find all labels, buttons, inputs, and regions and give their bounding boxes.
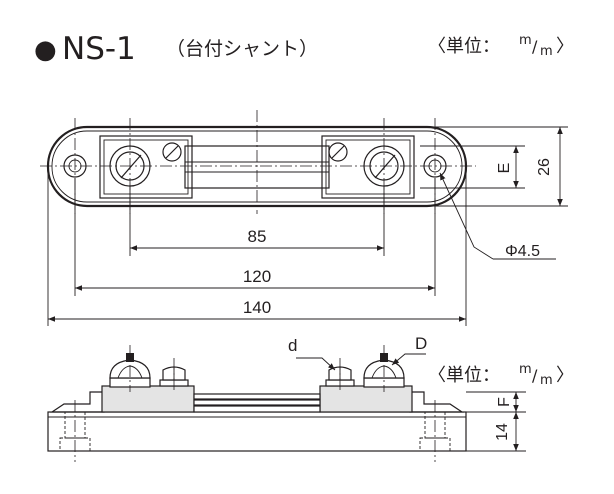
unit-slash: / [532, 366, 538, 385]
unit-top: m [519, 33, 532, 48]
unit-slash: / [532, 37, 538, 56]
shunt-plate [193, 399, 321, 406]
dimension-26: 26 [536, 158, 553, 176]
left-terminal-inner [103, 139, 189, 195]
hole-leader-line [439, 172, 494, 260]
shunt-plate [193, 393, 321, 400]
horizontal-dimensions: 85 120 140 [47, 170, 467, 326]
screw-size-callouts: d D [288, 334, 427, 371]
hole-callout: Φ4.5 [439, 172, 556, 260]
large-screw-label: D [415, 334, 427, 353]
unit-prefix: 〈単位： [428, 365, 500, 386]
dimension-E: E [496, 163, 513, 174]
title-bullet: ● [34, 35, 57, 65]
small-screw-leader [296, 357, 336, 371]
unit-prefix: 〈単位： [428, 36, 500, 57]
side-vertical-dimensions: F 14 [466, 391, 526, 452]
small-screw-label: d [288, 336, 297, 355]
dimension-120: 120 [243, 267, 271, 286]
shunt-plate [193, 405, 321, 413]
unit-bottom: m [540, 44, 553, 59]
model-name: NS-1 [62, 31, 136, 67]
unit-top: m [519, 362, 532, 377]
title: ● NS-1 （台付シャント） [34, 31, 318, 67]
vertical-dimensions: E 26 [420, 126, 568, 207]
base-right-lip [409, 391, 464, 413]
left-terminal-block [99, 135, 193, 199]
unit-suffix: 〉 [556, 36, 574, 57]
top-view [40, 110, 476, 214]
side-view [47, 345, 467, 462]
right-terminal-inner [325, 139, 411, 195]
unit-note-top: 〈単位： m / m 〉 [428, 33, 574, 59]
left-side-block [101, 385, 195, 413]
dimension-140: 140 [243, 298, 271, 317]
hole-diameter-label: Φ4.5 [505, 243, 540, 260]
model-subtitle: （台付シャント） [166, 38, 318, 60]
base-body [47, 411, 467, 452]
unit-suffix: 〉 [556, 365, 574, 386]
base-left-lip [50, 391, 105, 413]
right-terminal-block [321, 135, 415, 199]
dimension-F: F [496, 397, 513, 407]
right-side-block [319, 385, 413, 413]
dimension-85: 85 [248, 227, 267, 246]
dimension-14: 14 [494, 423, 511, 441]
large-screw-leader [391, 353, 426, 366]
left-sense-screw [162, 142, 182, 162]
right-sense-screw [328, 142, 348, 162]
unit-note-side: 〈単位： m / m 〉 [428, 362, 574, 388]
unit-bottom: m [540, 373, 553, 388]
